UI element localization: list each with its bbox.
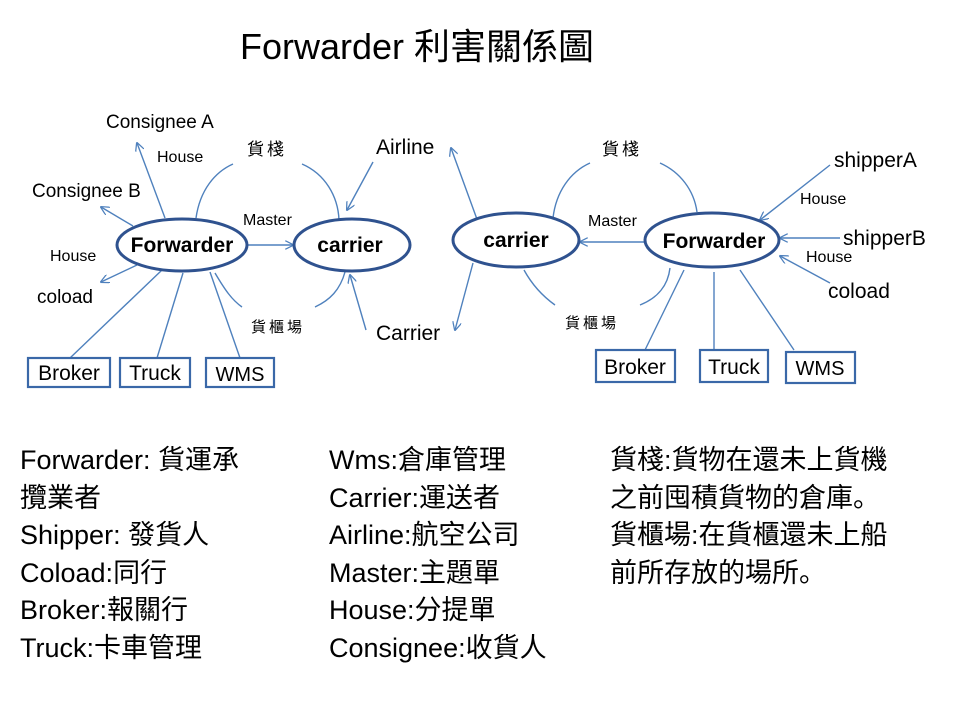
coload-label-right: coload: [828, 280, 890, 303]
edge-shippera-forwarder: [760, 164, 831, 220]
legend-item: Airline:航空公司: [329, 520, 520, 550]
shipper-a-label: shipperA: [834, 149, 917, 172]
edge-forwarder-consignee-b: [101, 207, 134, 227]
stakeholder-diagram: Forwarder carrier Consignee A Consignee …: [26, 112, 926, 389]
edge-forwarder-consignee-a: [137, 143, 166, 219]
arc-warehouse-right-left: [552, 162, 591, 219]
truck-box-left-label: Truck: [129, 362, 181, 385]
edge-airline-carrier: [347, 161, 374, 210]
edge-forwarder-wms: [209, 271, 241, 359]
carrier-node-left: [292, 217, 412, 273]
yard-label-left: 貨櫃場: [251, 318, 305, 336]
truck-box-right: [698, 348, 770, 384]
legend-item: 貨櫃場:在貨櫃還未上船: [610, 520, 888, 550]
carrier-node-right-label: carrier: [483, 229, 548, 252]
left-diagram: Forwarder carrier Consignee A Consignee …: [26, 112, 412, 389]
arc-warehouse-left: [195, 163, 234, 219]
arc-yard-right: [314, 271, 346, 308]
shipper-b-label: shipperB: [843, 227, 926, 250]
legend-item: Truck:卡車管理: [20, 632, 202, 663]
carrier-node-right: [451, 211, 581, 269]
wms-box-left-label: WMS: [216, 364, 265, 386]
legend-item: Consignee:收貨人: [329, 632, 547, 663]
broker-box-right-label: Broker: [604, 356, 666, 379]
edge-forwarder-broker: [69, 269, 163, 359]
consignee-b-label: Consignee B: [32, 181, 141, 202]
legend-item: Forwarder: 貨運承: [20, 445, 240, 475]
arc-warehouse-right-right: [659, 162, 698, 213]
arc-yard-left: [214, 272, 243, 308]
wms-box-left: [204, 356, 276, 389]
master-label-right: Master: [588, 213, 638, 230]
page-title: Forwarder 利害關係圖: [240, 26, 595, 67]
master-label-left: Master: [243, 212, 293, 229]
warehouse-label-left: 貨棧: [247, 140, 287, 160]
consignee-a-label: Consignee A: [106, 112, 214, 133]
edge-carrier-airline: [451, 148, 479, 223]
legend-column-3: 貨棧:貨物在還未上貨機 之前囤積貨物的倉庫。 貨櫃場:在貨櫃還未上船 前所存放的…: [610, 442, 888, 592]
legend-item: Wms:倉庫管理: [329, 445, 506, 475]
carrier-label: Carrier: [376, 322, 440, 345]
edge-carrier-carrier-label: [455, 262, 474, 330]
arc-yard-right-left: [523, 269, 556, 306]
legend-item: 攬業者: [20, 482, 101, 513]
edge-forwarder-broker-right: [644, 269, 685, 351]
house-label-right-2: House: [806, 249, 852, 266]
legend-item: Shipper: 發貨人: [20, 520, 210, 550]
forwarder-node-left-label: Forwarder: [131, 234, 234, 257]
forwarder-node-right: [643, 211, 781, 269]
legend-item: House:分提單: [329, 595, 496, 625]
legend-column-1: Forwarder: 貨運承 攬業者 Shipper: 發貨人 Coload:同…: [20, 442, 239, 667]
legend-column-2: Wms:倉庫管理 Carrier:運送者 Airline:航空公司 Master…: [329, 442, 547, 667]
edge-forwarder-wms-right: [739, 269, 795, 351]
yard-label-right: 貨櫃場: [565, 314, 619, 332]
arc-yard-right-right: [639, 267, 671, 306]
carrier-node-left-label: carrier: [317, 234, 382, 257]
legend-item: Master:主題單: [329, 557, 501, 588]
house-label-right-1: House: [800, 191, 846, 208]
house-label-top-left: House: [157, 149, 203, 166]
legend-item: 前所存放的場所。: [610, 557, 826, 588]
legend-item: Broker:報關行: [20, 595, 189, 625]
edge-forwarder-truck: [156, 272, 184, 359]
house-label-left: House: [50, 248, 96, 265]
legend-item: Coload:同行: [20, 557, 168, 588]
wms-box-right-label: WMS: [796, 358, 845, 380]
edge-carrier-label-carrier: [350, 275, 367, 331]
edge-forwarder-coload: [101, 264, 138, 282]
broker-box-right: [594, 348, 677, 384]
forwarder-node-left: [115, 217, 249, 273]
right-diagram: carrier Forwarder shipperA shipperB colo…: [451, 140, 926, 385]
edge-coload-forwarder: [780, 256, 831, 284]
truck-box-left: [118, 356, 192, 389]
arc-warehouse-right: [301, 163, 340, 221]
legend-item: Carrier:運送者: [329, 482, 501, 513]
airline-label: Airline: [376, 136, 434, 159]
warehouse-label-right: 貨棧: [602, 140, 642, 160]
coload-label-left: coload: [37, 287, 93, 308]
broker-box-left-label: Broker: [38, 362, 100, 385]
legend-item: 之前囤積貨物的倉庫。: [610, 482, 880, 513]
broker-box-left: [26, 356, 112, 389]
forwarder-node-right-label: Forwarder: [663, 230, 766, 253]
truck-box-right-label: Truck: [708, 356, 760, 379]
wms-box-right: [784, 350, 857, 385]
legend-item: 貨棧:貨物在還未上貨機: [610, 445, 888, 475]
